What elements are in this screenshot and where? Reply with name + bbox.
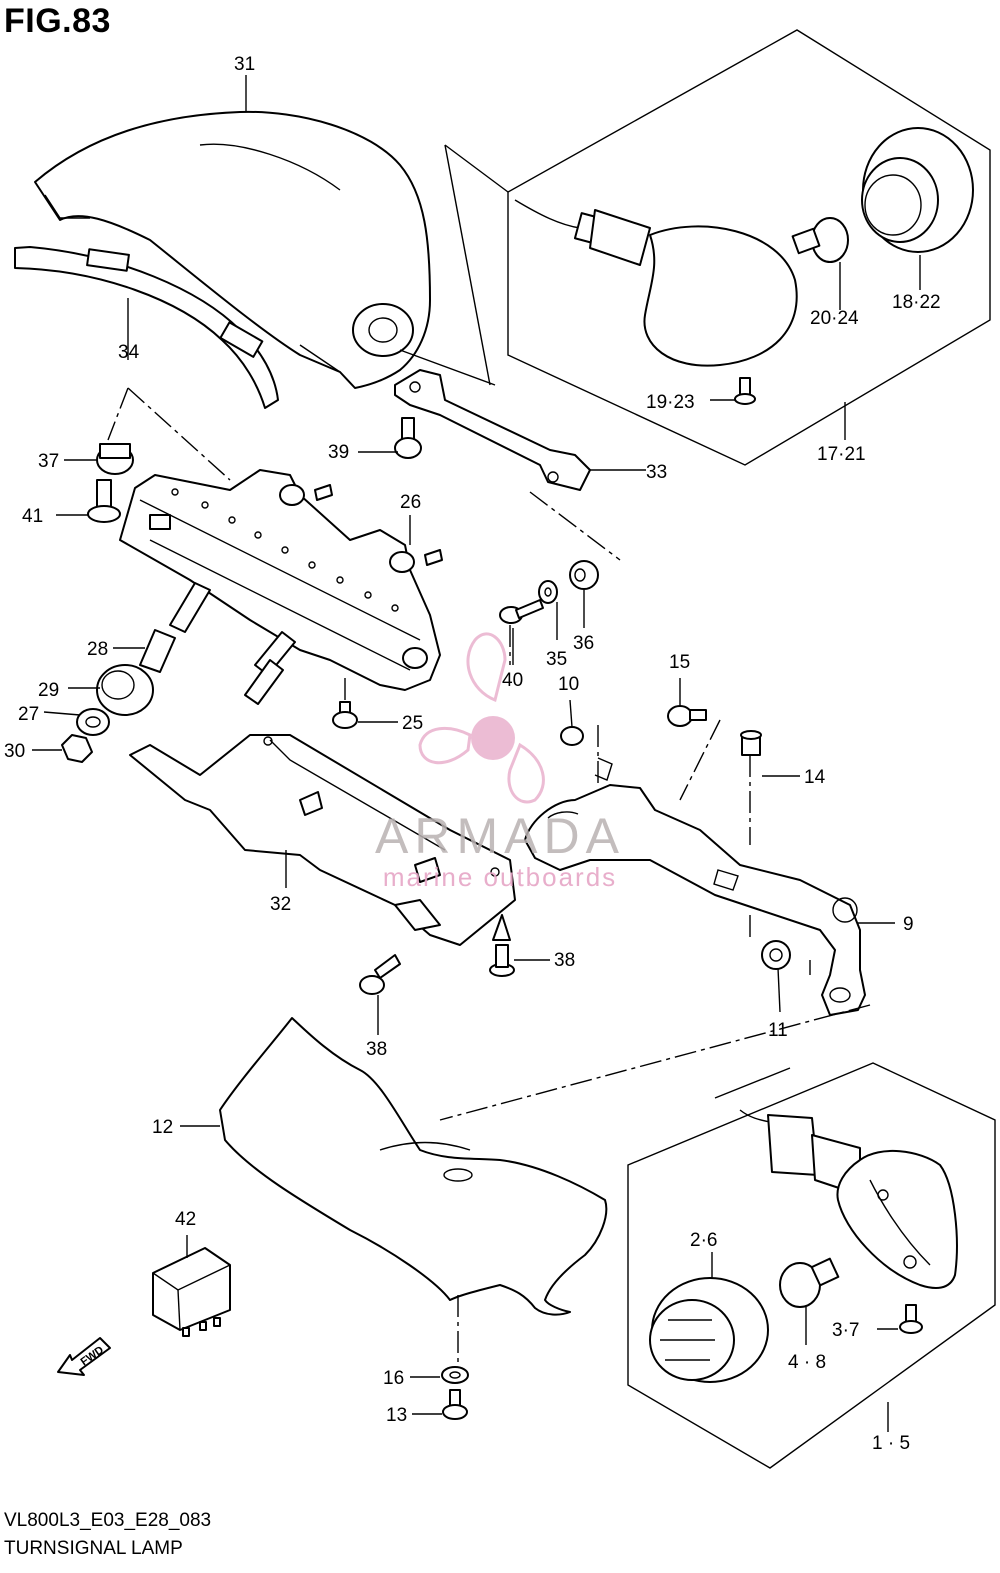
screw-part-13 (442, 1389, 468, 1420)
callout-27: 27 (18, 704, 39, 725)
callout-36: 36 (573, 633, 594, 654)
callout-11: 11 (768, 1020, 788, 1041)
mounting-plate-part-32 (129, 734, 516, 946)
grommet-part-36 (569, 560, 599, 590)
callout-10: 10 (558, 674, 579, 695)
washer-part-35 (538, 580, 558, 604)
callout-33: 33 (646, 462, 667, 483)
figure-title: FIG.83 (4, 2, 111, 40)
collar-part-14 (740, 730, 762, 756)
callout-35: 35 (546, 649, 567, 670)
callout-13: 13 (386, 1405, 407, 1426)
callout-15: 15 (669, 652, 690, 673)
figure-name: TURNSIGNAL LAMP (4, 1538, 183, 1559)
bracket-cover-part-12 (219, 1017, 608, 1316)
callout-39: 39 (328, 442, 349, 463)
rear-reflector-strip-part-34 (14, 246, 279, 409)
callout-28: 28 (87, 639, 108, 660)
grommet-part-37 (96, 443, 134, 475)
connection-lines (107, 387, 871, 1362)
rear-lamp-bracket-part-26 (119, 469, 443, 691)
callout-37: 37 (38, 451, 59, 472)
callout-19-23: 19·23 (646, 392, 695, 413)
bolt-part-25 (332, 701, 358, 729)
grommet-part-29 (96, 664, 154, 716)
turnsignal-relay-part-42 (152, 1247, 231, 1337)
callout-17-21: 17·21 (817, 444, 866, 465)
washer-part-27 (76, 708, 110, 736)
callout-3-7: 3·7 (832, 1320, 859, 1341)
leader-lines (32, 75, 921, 1432)
callout-42: 42 (175, 1209, 196, 1230)
nut-part-11 (761, 940, 791, 970)
callout-41: 41 (22, 506, 43, 527)
rear-signal-bracket-part-33 (394, 349, 591, 491)
callout-34: 34 (118, 342, 140, 363)
callout-38-lower: 38 (366, 1039, 387, 1060)
callout-30: 30 (4, 741, 25, 762)
rivet-part-38-upper (489, 914, 515, 977)
collar-part-10 (560, 726, 584, 746)
signal-bracket-part-9 (524, 757, 866, 1016)
bolt-part-41 (87, 479, 121, 523)
callout-9: 9 (903, 914, 914, 935)
rivet-part-38-lower (359, 954, 401, 995)
screw-part-40 (499, 599, 544, 624)
washer-part-16 (441, 1366, 469, 1384)
callout-38-upper: 38 (554, 950, 575, 971)
callout-31: 31 (234, 54, 255, 75)
callout-12: 12 (152, 1117, 173, 1138)
stud-and-spacer-part-28 (139, 582, 296, 705)
bolt-part-15 (667, 705, 707, 727)
rear-turnsignal-assembly-box-17-21 (444, 29, 991, 466)
callout-14: 14 (804, 767, 826, 788)
callout-29: 29 (38, 680, 59, 701)
front-turnsignal-assembly-box-1-5 (627, 1062, 996, 1469)
callout-labels: 31 34 37 41 39 26 33 17·21 18·22 20·24 1… (4, 54, 941, 1454)
callout-16: 16 (383, 1368, 404, 1389)
callout-2-6: 2·6 (690, 1230, 717, 1251)
armada-propeller-logo-icon (418, 632, 545, 804)
forward-direction-arrow-icon: FWD (57, 1337, 111, 1376)
rear-fender-cover-part-31 (34, 110, 431, 389)
callout-32: 32 (270, 894, 291, 915)
callout-25: 25 (402, 713, 423, 734)
figure-code: VL800L3_E03_E28_083 (4, 1510, 212, 1531)
callout-40: 40 (502, 670, 523, 691)
callout-4-8: 4 · 8 (788, 1352, 826, 1373)
callout-20-24: 20·24 (810, 308, 859, 329)
callout-18-22: 18·22 (892, 292, 941, 313)
callout-26: 26 (400, 492, 421, 513)
callout-1-5: 1 · 5 (872, 1433, 910, 1454)
bolt-part-39 (394, 417, 422, 459)
nut-part-30 (61, 734, 93, 763)
